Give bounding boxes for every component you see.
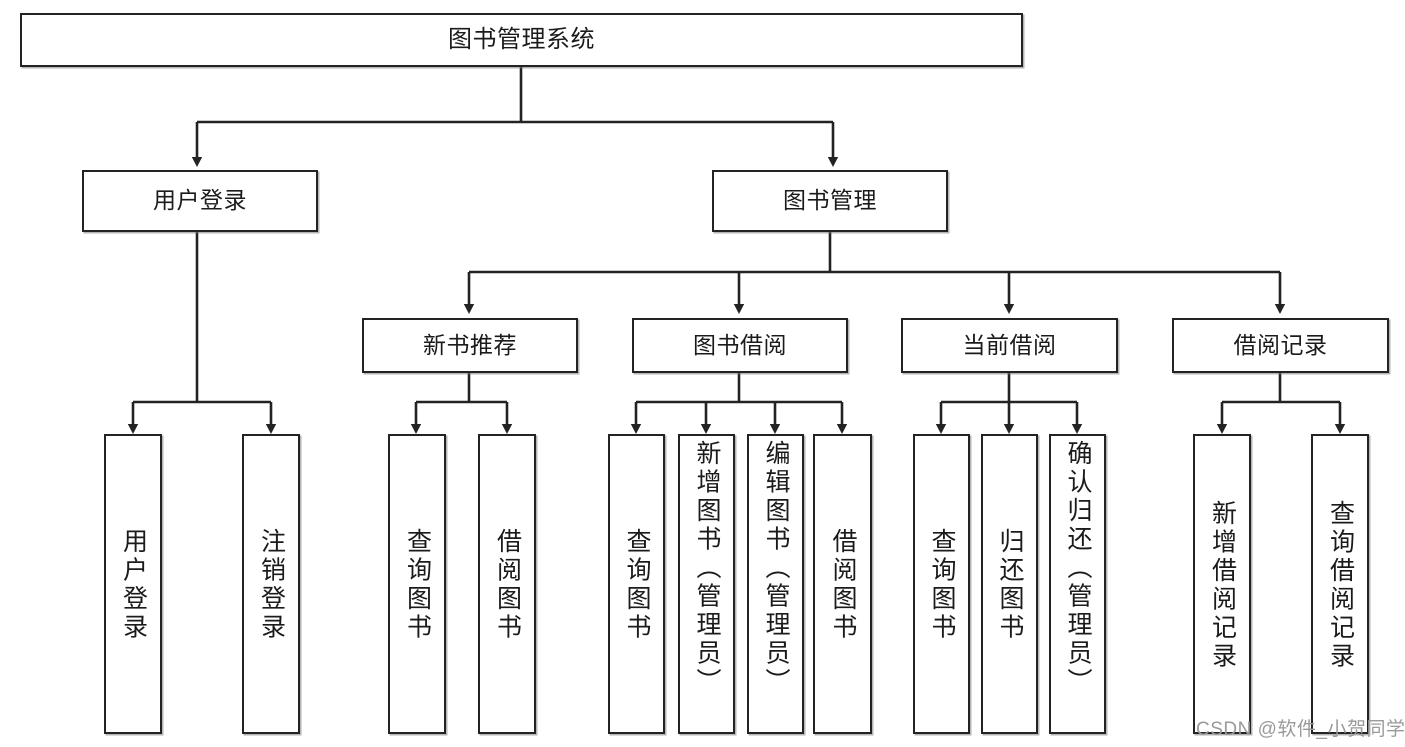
node-leaf-user-login[interactable]: 用户登录 [104, 434, 162, 734]
node-label: 图书借阅 [693, 331, 787, 358]
node-current-borrow[interactable]: 当前借阅 [901, 318, 1118, 373]
node-leaf-add-book[interactable]: 新增图书（管理员） [678, 434, 735, 734]
node-label: 查询借阅记录 [1326, 499, 1355, 671]
node-root-book-management-system[interactable]: 图书管理系统 [20, 13, 1023, 67]
node-user-login[interactable]: 用户登录 [82, 170, 318, 232]
node-leaf-query-book-2[interactable]: 查询图书 [608, 434, 665, 734]
node-label: 注销登录 [257, 528, 286, 642]
node-label: 编辑图书（管理员） [762, 440, 790, 697]
node-label: 用户登录 [153, 187, 247, 214]
node-label: 查询图书 [928, 528, 956, 642]
node-label: 新增图书（管理员） [693, 440, 721, 697]
node-label: 当前借阅 [962, 331, 1057, 358]
node-new-book-recommend[interactable]: 新书推荐 [362, 318, 578, 373]
node-leaf-edit-book[interactable]: 编辑图书（管理员） [747, 434, 804, 734]
node-label: 新增借阅记录 [1208, 499, 1237, 671]
node-label: 新书推荐 [423, 331, 517, 358]
node-label: 查询图书 [623, 528, 651, 642]
node-label: 图书管理系统 [448, 25, 595, 53]
node-label: 借阅图书 [829, 528, 857, 642]
node-leaf-query-record[interactable]: 查询借阅记录 [1311, 434, 1369, 734]
node-leaf-query-book-3[interactable]: 查询图书 [913, 434, 970, 734]
node-leaf-borrow-book-2[interactable]: 借阅图书 [813, 434, 872, 734]
node-leaf-add-record[interactable]: 新增借阅记录 [1193, 434, 1251, 734]
node-leaf-user-logout[interactable]: 注销登录 [242, 434, 300, 734]
node-leaf-query-book-1[interactable]: 查询图书 [388, 434, 446, 734]
node-leaf-return-book[interactable]: 归还图书 [981, 434, 1038, 734]
node-label: 图书管理 [783, 187, 877, 214]
node-label: 确认归还（管理员） [1064, 440, 1092, 697]
node-label: 查询图书 [403, 528, 432, 642]
csdn-watermark: CSDN @软件_小贺同学 [1196, 719, 1405, 740]
node-borrow-record[interactable]: 借阅记录 [1172, 318, 1389, 373]
node-leaf-confirm-return[interactable]: 确认归还（管理员） [1049, 434, 1106, 734]
node-label: 用户登录 [119, 528, 148, 642]
node-label: 借阅图书 [493, 528, 522, 642]
node-book-borrow[interactable]: 图书借阅 [632, 318, 848, 373]
node-label: 归还图书 [996, 528, 1024, 642]
node-leaf-borrow-book-1[interactable]: 借阅图书 [478, 434, 536, 734]
node-label: 借阅记录 [1233, 331, 1328, 358]
node-book-manage[interactable]: 图书管理 [712, 170, 948, 232]
